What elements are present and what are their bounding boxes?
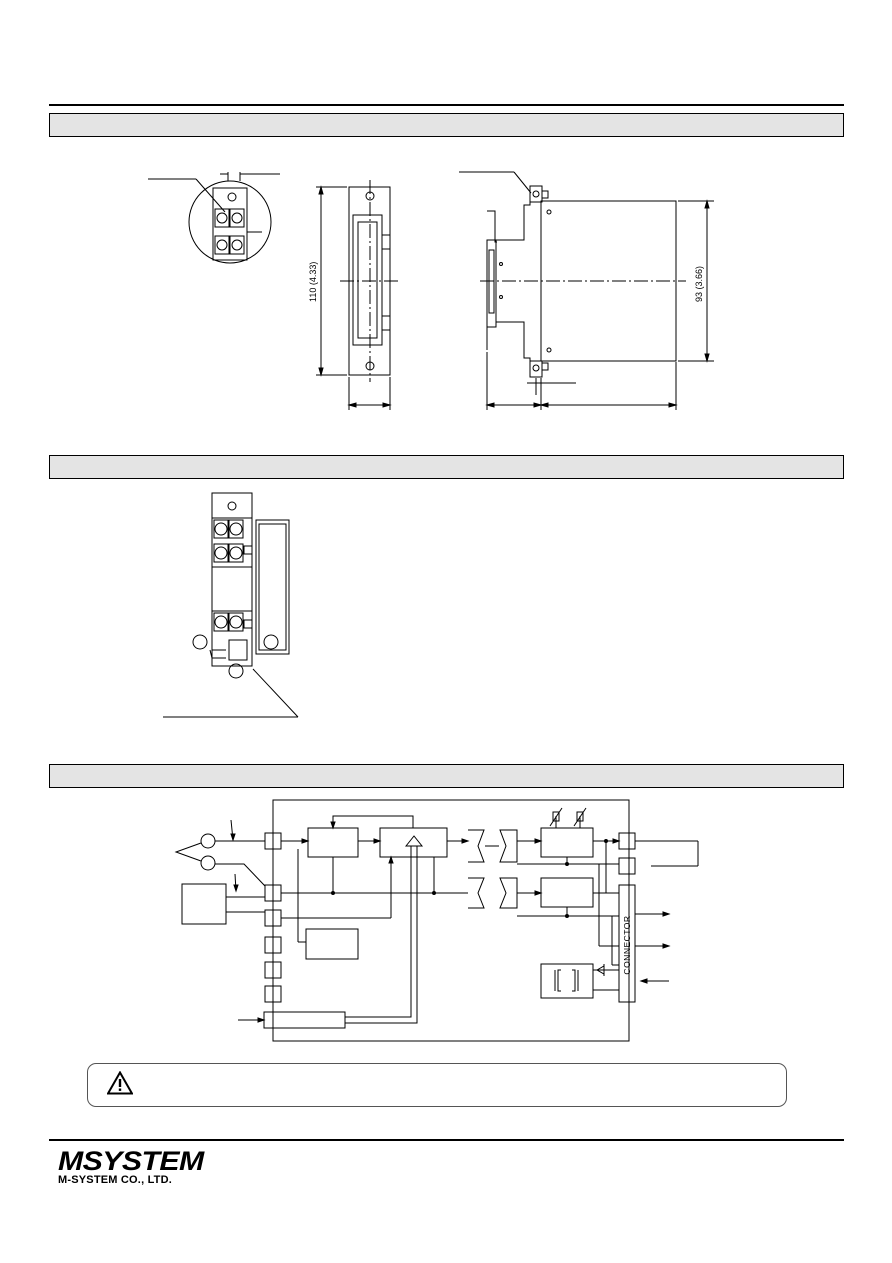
section-header-terminal-assignments: [49, 455, 844, 479]
company-name: M-SYSTEM CO., LTD.: [58, 1174, 173, 1186]
height-dimension-label: 110 (4.33): [308, 262, 318, 302]
connector-label: CONNECTOR: [622, 915, 632, 975]
block-diagram: [174, 799, 699, 1042]
top-rule: [49, 104, 844, 106]
terminal-assignments-drawing: [163, 492, 299, 718]
bottom-rule: [49, 1139, 844, 1141]
section-header-dimensions: [49, 113, 844, 137]
depth-dimension-label: 93 (3.66): [694, 266, 704, 302]
logo-wordmark: MSYSTEM: [58, 1146, 204, 1176]
dimensions-drawing: 110 (4.33): [148, 171, 714, 410]
warning-triangle-icon: [107, 1071, 133, 1095]
side-view: [459, 171, 714, 410]
front-view: [316, 180, 400, 410]
section-header-block-diagram: [49, 764, 844, 788]
terminal-detail-view: [148, 172, 280, 264]
company-logo: MSYSTEM M-SYSTEM CO., LTD.: [58, 1148, 204, 1187]
warning-box: [87, 1063, 787, 1107]
